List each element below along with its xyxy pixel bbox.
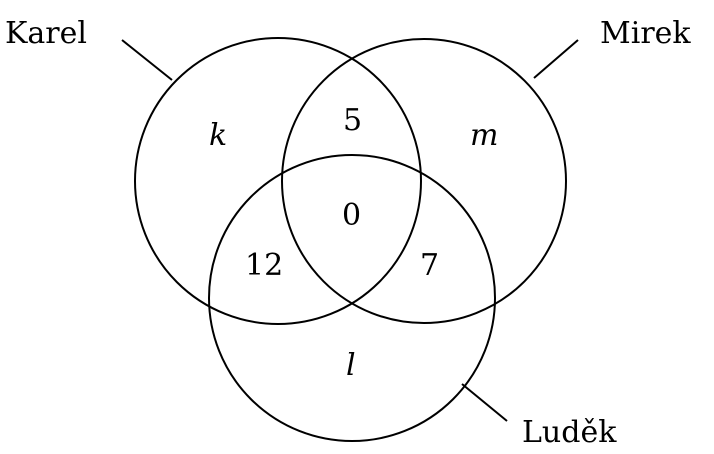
region-karel-mirek: 5 [343, 103, 362, 138]
label-karel: Karel [5, 16, 87, 51]
leader-ludek [461, 383, 508, 422]
region-mirek-ludek: 7 [420, 248, 439, 283]
circle-mirek [281, 38, 567, 324]
label-mirek: Mirek [600, 16, 691, 51]
region-karel-ludek: 12 [245, 248, 283, 283]
region-ludek-only: l [346, 348, 356, 383]
region-karel-only: k [209, 118, 227, 153]
region-all-three: 0 [342, 198, 361, 233]
circle-karel [134, 37, 422, 325]
leader-karel [121, 39, 173, 81]
label-ludek: Luděk [522, 415, 617, 450]
leader-mirek [533, 39, 579, 79]
circle-ludek [208, 154, 496, 442]
region-mirek-only: m [470, 118, 498, 153]
